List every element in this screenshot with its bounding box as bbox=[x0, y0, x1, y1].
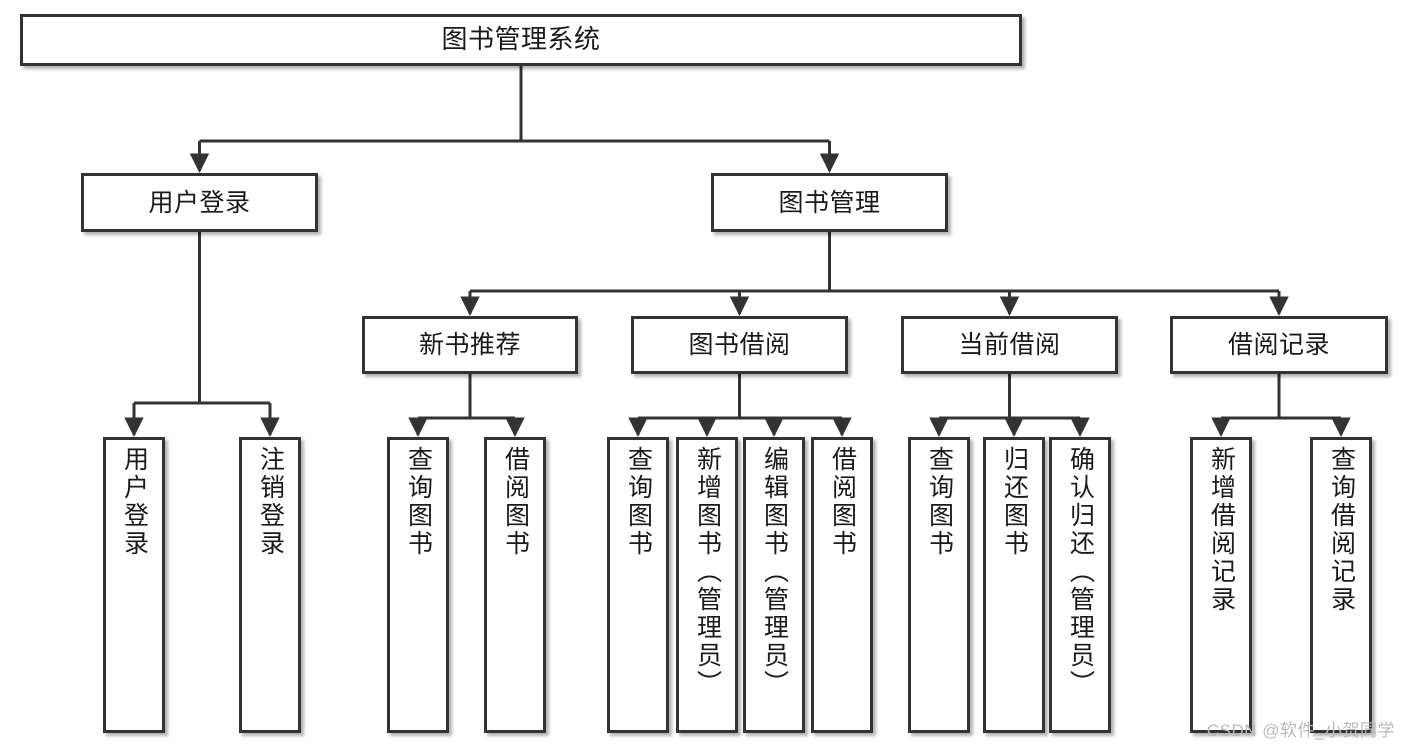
node-borrow-record[interactable]: 借阅记录 bbox=[1170, 316, 1388, 374]
node-leaf-user-logout[interactable]: 注销登录 bbox=[239, 437, 301, 733]
node-label: 图书借阅 bbox=[688, 331, 791, 359]
node-root[interactable]: 图书管理系统 bbox=[20, 14, 1022, 66]
node-label: 新增借阅记录 bbox=[1207, 446, 1236, 614]
node-leaf-query-book-3[interactable]: 查询图书 bbox=[908, 437, 970, 733]
node-leaf-query-book-1[interactable]: 查询图书 bbox=[387, 437, 449, 733]
node-leaf-borrow-book-2[interactable]: 借阅图书 bbox=[811, 437, 873, 733]
node-leaf-query-record[interactable]: 查询借阅记录 bbox=[1310, 437, 1372, 733]
node-leaf-borrow-book-1[interactable]: 借阅图书 bbox=[484, 437, 546, 733]
node-label: 图书管理 bbox=[778, 188, 881, 217]
node-leaf-return-book[interactable]: 归还图书 bbox=[983, 437, 1045, 733]
node-new-book-rec[interactable]: 新书推荐 bbox=[362, 316, 578, 374]
node-label: 注销登录 bbox=[256, 446, 285, 558]
node-label: 借阅图书 bbox=[828, 446, 857, 558]
node-label: 新增图书（管理员） bbox=[693, 446, 722, 698]
node-leaf-edit-book[interactable]: 编辑图书（管理员） bbox=[743, 437, 805, 733]
node-label: 用户登录 bbox=[120, 446, 149, 558]
watermark: CSDN @软件_小贺同学 bbox=[1206, 721, 1395, 740]
node-leaf-query-book-2[interactable]: 查询图书 bbox=[607, 437, 669, 733]
node-label: 确认归还（管理员） bbox=[1066, 446, 1095, 698]
node-label: 查询图书 bbox=[624, 446, 653, 558]
node-book-borrow[interactable]: 图书借阅 bbox=[631, 316, 848, 374]
node-label: 查询图书 bbox=[404, 446, 433, 558]
node-leaf-add-book[interactable]: 新增图书（管理员） bbox=[676, 437, 738, 733]
node-current-borrow[interactable]: 当前借阅 bbox=[901, 316, 1118, 374]
node-label: 查询借阅记录 bbox=[1327, 446, 1356, 614]
node-label: 编辑图书（管理员） bbox=[760, 446, 789, 698]
node-leaf-add-record[interactable]: 新增借阅记录 bbox=[1190, 437, 1252, 733]
node-user-login[interactable]: 用户登录 bbox=[81, 173, 318, 232]
node-label: 借阅图书 bbox=[501, 446, 530, 558]
node-leaf-user-login[interactable]: 用户登录 bbox=[103, 437, 165, 733]
node-book-manage[interactable]: 图书管理 bbox=[711, 173, 948, 232]
node-label: 当前借阅 bbox=[958, 331, 1061, 359]
node-label: 新书推荐 bbox=[418, 331, 521, 359]
node-label: 图书管理系统 bbox=[441, 24, 601, 55]
node-label: 用户登录 bbox=[148, 188, 251, 217]
node-label: 查询图书 bbox=[925, 446, 954, 558]
node-label: 借阅记录 bbox=[1227, 331, 1330, 359]
node-label: 归还图书 bbox=[1000, 446, 1029, 558]
node-leaf-confirm-return[interactable]: 确认归还（管理员） bbox=[1049, 437, 1111, 733]
